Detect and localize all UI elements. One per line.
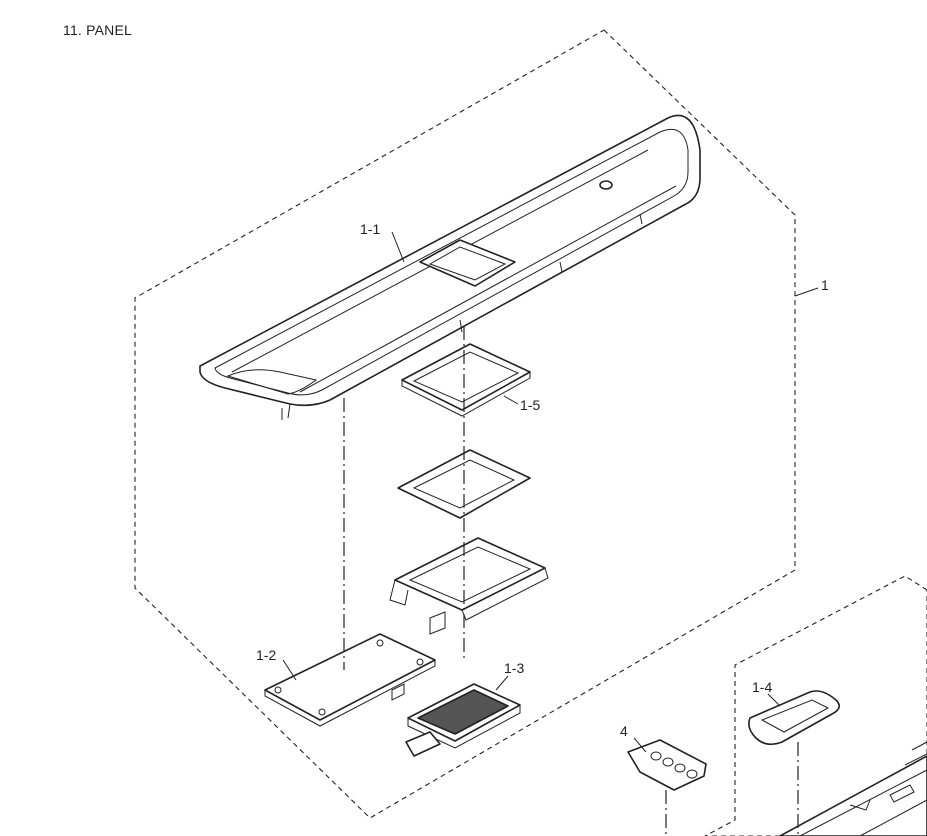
callout-1-4: 1-4 [752, 679, 772, 695]
pcb-board-part [264, 633, 436, 727]
callout-1-5: 1-5 [520, 397, 540, 413]
section-title: 11. PANEL [63, 22, 132, 38]
callout-1-2: 1-2 [256, 647, 276, 663]
upper-panel-part [199, 114, 701, 420]
key-window-part [748, 690, 840, 746]
lcd-display-part [405, 683, 521, 757]
callout-4: 4 [620, 723, 628, 739]
leader-lines [282, 231, 819, 753]
operation-panel-partial [779, 741, 927, 836]
assembly-boundary [134, 29, 796, 819]
lcd-window-frame-part [401, 343, 531, 417]
callout-1-1: 1-1 [360, 221, 380, 237]
callout-1: 1 [821, 277, 829, 293]
assembly-lines [343, 326, 799, 836]
lcd-holder-bracket-part [389, 537, 549, 635]
key-sheet-part [627, 739, 707, 791]
secondary-assembly-boundary [704, 575, 927, 836]
callout-1-3: 1-3 [504, 660, 524, 676]
